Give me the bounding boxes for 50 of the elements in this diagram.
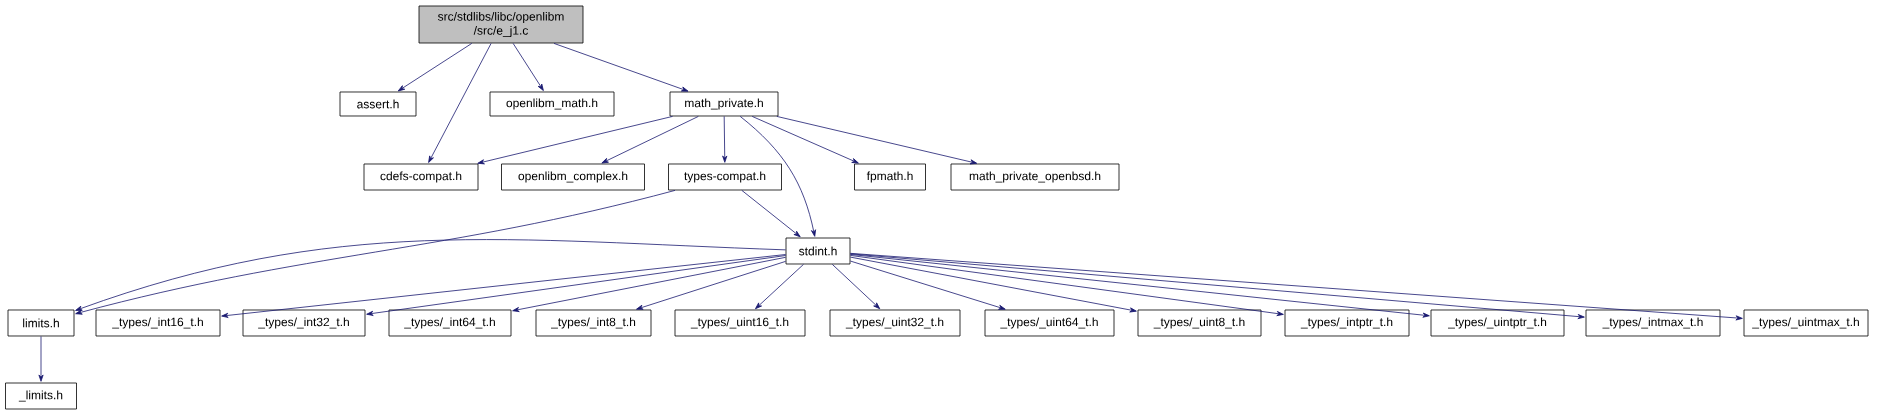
arrow: [75, 239, 786, 311]
file-box: openlibm_math.h: [489, 91, 615, 117]
arrow: [636, 260, 786, 310]
file-box: _types/_int8_t.h: [535, 309, 652, 337]
arrow: [776, 116, 978, 165]
arrow: [751, 116, 859, 164]
file-box: fpmath.h: [854, 163, 926, 191]
file-box: cdefs-compat.h: [363, 163, 479, 191]
file-box: limits.h: [7, 309, 75, 337]
arrow: [755, 264, 804, 310]
file-box: openlibm_complex.h: [501, 163, 645, 191]
file-box: _types/_uint64_t.h: [984, 309, 1115, 337]
arrow: [741, 190, 801, 238]
file-box: _types/_uintmax_t.h: [1743, 309, 1869, 337]
file-box: math_private.h: [669, 91, 779, 117]
arrow: [512, 43, 544, 91]
file-box: _types/_uint16_t.h: [674, 309, 806, 337]
file-box: assert.h: [339, 91, 417, 117]
file-box: _limits.h: [5, 382, 77, 410]
file-box: _types/_int32_t.h: [242, 309, 366, 337]
arrow: [38, 336, 44, 382]
arrow: [366, 255, 786, 316]
arrow: [722, 116, 728, 163]
arrow: [428, 43, 492, 163]
arrow: [831, 264, 881, 310]
arrow: [850, 255, 1284, 317]
file-box: _types/_intmax_t.h: [1585, 309, 1721, 337]
file-box: _types/_int64_t.h: [388, 309, 512, 337]
arrow: [221, 254, 786, 318]
file-box: _types/_int16_t.h: [95, 309, 221, 337]
file-box: _types/_uint32_t.h: [829, 309, 961, 337]
arrow: [739, 116, 816, 237]
arrow: [477, 116, 673, 165]
arrow: [850, 253, 1585, 320]
arrow: [512, 256, 786, 312]
file-box: math_private_openbsd.h: [950, 163, 1120, 191]
file-box: _types/_intptr_t.h: [1284, 309, 1410, 337]
arrow: [75, 190, 676, 315]
arrow: [601, 116, 699, 164]
file-box: types-compat.h: [668, 163, 782, 191]
file-box: _types/_uintptr_t.h: [1430, 309, 1565, 337]
arrow: [850, 254, 1430, 318]
arrow: [850, 260, 1006, 310]
file-box: src/stdlibs/libc/openlibm /src/e_j1.c: [418, 5, 584, 44]
arrow: [553, 43, 689, 92]
arrow: [397, 43, 473, 92]
file-box: _types/_uint8_t.h: [1137, 309, 1262, 337]
file-box: stdint.h: [785, 237, 851, 265]
arrow: [850, 252, 1743, 321]
arrow: [850, 256, 1137, 313]
